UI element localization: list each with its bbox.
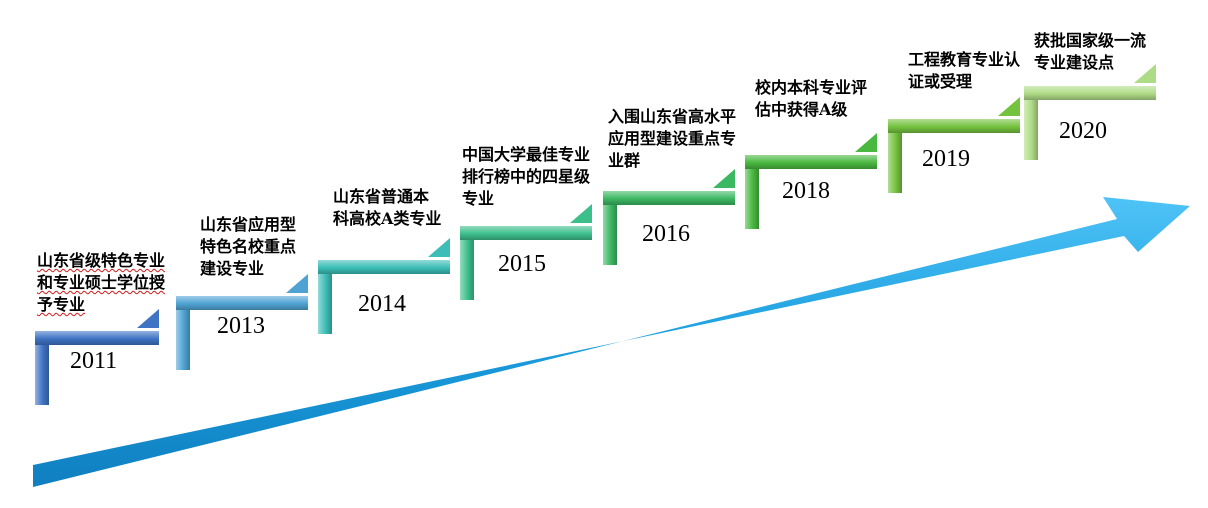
milestone-year: 2018 xyxy=(782,178,830,204)
step-riser xyxy=(745,155,759,229)
milestone-year: 2015 xyxy=(498,251,546,277)
step-tread xyxy=(35,331,159,345)
milestone-year: 2013 xyxy=(217,313,265,339)
step-corner-triangle xyxy=(855,133,877,152)
milestone-label: 工程教育专业认证或受理 xyxy=(908,50,1021,91)
step-tread xyxy=(745,155,877,169)
growth-arrow xyxy=(33,197,1190,487)
timeline-step-2014 xyxy=(318,238,450,334)
step-corner-triangle xyxy=(286,274,308,293)
step-tread xyxy=(460,226,592,240)
step-riser xyxy=(888,119,902,193)
milestone-year: 2014 xyxy=(358,291,406,317)
timeline-step-2013 xyxy=(176,274,308,370)
milestone-label: 入围山东省高水平应用型建设重点专业群 xyxy=(608,107,737,170)
milestone-year: 2011 xyxy=(70,348,118,374)
step-corner-triangle xyxy=(570,204,592,223)
step-riser xyxy=(176,296,190,370)
milestone-label: 山东省普通本科高校A类专业 xyxy=(333,187,442,228)
milestone-year: 2016 xyxy=(642,221,690,247)
step-tread xyxy=(888,119,1020,133)
step-riser xyxy=(35,331,49,405)
step-corner-triangle xyxy=(713,169,735,188)
timeline-step-2019 xyxy=(888,97,1020,193)
timeline-step-2016 xyxy=(603,169,735,265)
milestone-label: 山东省级特色专业和专业硕士学位授予专业 xyxy=(37,251,166,314)
step-riser xyxy=(318,260,332,334)
step-riser xyxy=(603,191,617,265)
milestone-label: 山东省应用型特色名校重点建设专业 xyxy=(200,215,297,278)
milestone-year: 2019 xyxy=(922,146,970,172)
step-tread xyxy=(1024,86,1156,100)
milestone-year: 2020 xyxy=(1059,118,1107,144)
step-corner-triangle xyxy=(137,309,159,328)
timeline-step-2015 xyxy=(460,204,592,300)
step-corner-triangle xyxy=(1134,64,1156,83)
step-riser xyxy=(1024,86,1038,160)
step-corner-triangle xyxy=(428,238,450,257)
milestone-label: 中国大学最佳专业排行榜中的四星级专业 xyxy=(462,145,591,208)
step-tread xyxy=(176,296,308,310)
step-riser xyxy=(460,226,474,300)
timeline-step-2011 xyxy=(35,309,159,405)
step-tread xyxy=(603,191,735,205)
step-corner-triangle xyxy=(998,97,1020,116)
milestone-label: 获批国家级一流专业建设点 xyxy=(1034,31,1147,72)
timeline-step-2018 xyxy=(745,133,877,229)
milestone-label: 校内本科专业评估中获得A级 xyxy=(755,78,868,119)
timeline-step-2020 xyxy=(1024,64,1156,160)
step-tread xyxy=(318,260,450,274)
